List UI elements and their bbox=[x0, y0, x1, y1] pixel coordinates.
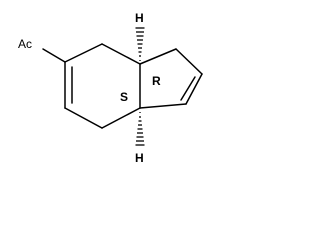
bond-c1-c7a bbox=[139, 103, 187, 109]
bond-c5-acetyl bbox=[42, 48, 66, 63]
structure-diagram: Ac H H R S bbox=[18, 11, 203, 165]
bond-c3-c2 bbox=[175, 48, 203, 75]
hydrogen-bottom-label: H bbox=[135, 151, 144, 165]
bond-c4-c3a bbox=[101, 43, 141, 65]
double-bond-c1-c2-inner bbox=[180, 76, 196, 101]
acetyl-label: Ac bbox=[18, 37, 32, 51]
hydrogen-top-label: H bbox=[135, 11, 144, 25]
hashed-wedge-bottom bbox=[135, 112, 145, 146]
bond-c3a-c3 bbox=[139, 48, 177, 65]
bond-c7-c6 bbox=[64, 107, 103, 129]
bond-c5-c4 bbox=[64, 43, 103, 63]
hashed-wedge-top bbox=[135, 27, 145, 61]
bond-c2-c1 bbox=[185, 73, 203, 105]
stereo-descriptor-s: S bbox=[120, 90, 128, 104]
bond-c7a-c7 bbox=[101, 107, 141, 129]
stereo-descriptor-r: R bbox=[152, 74, 161, 88]
molecule-drawing: Ac H H R S bbox=[18, 11, 203, 165]
